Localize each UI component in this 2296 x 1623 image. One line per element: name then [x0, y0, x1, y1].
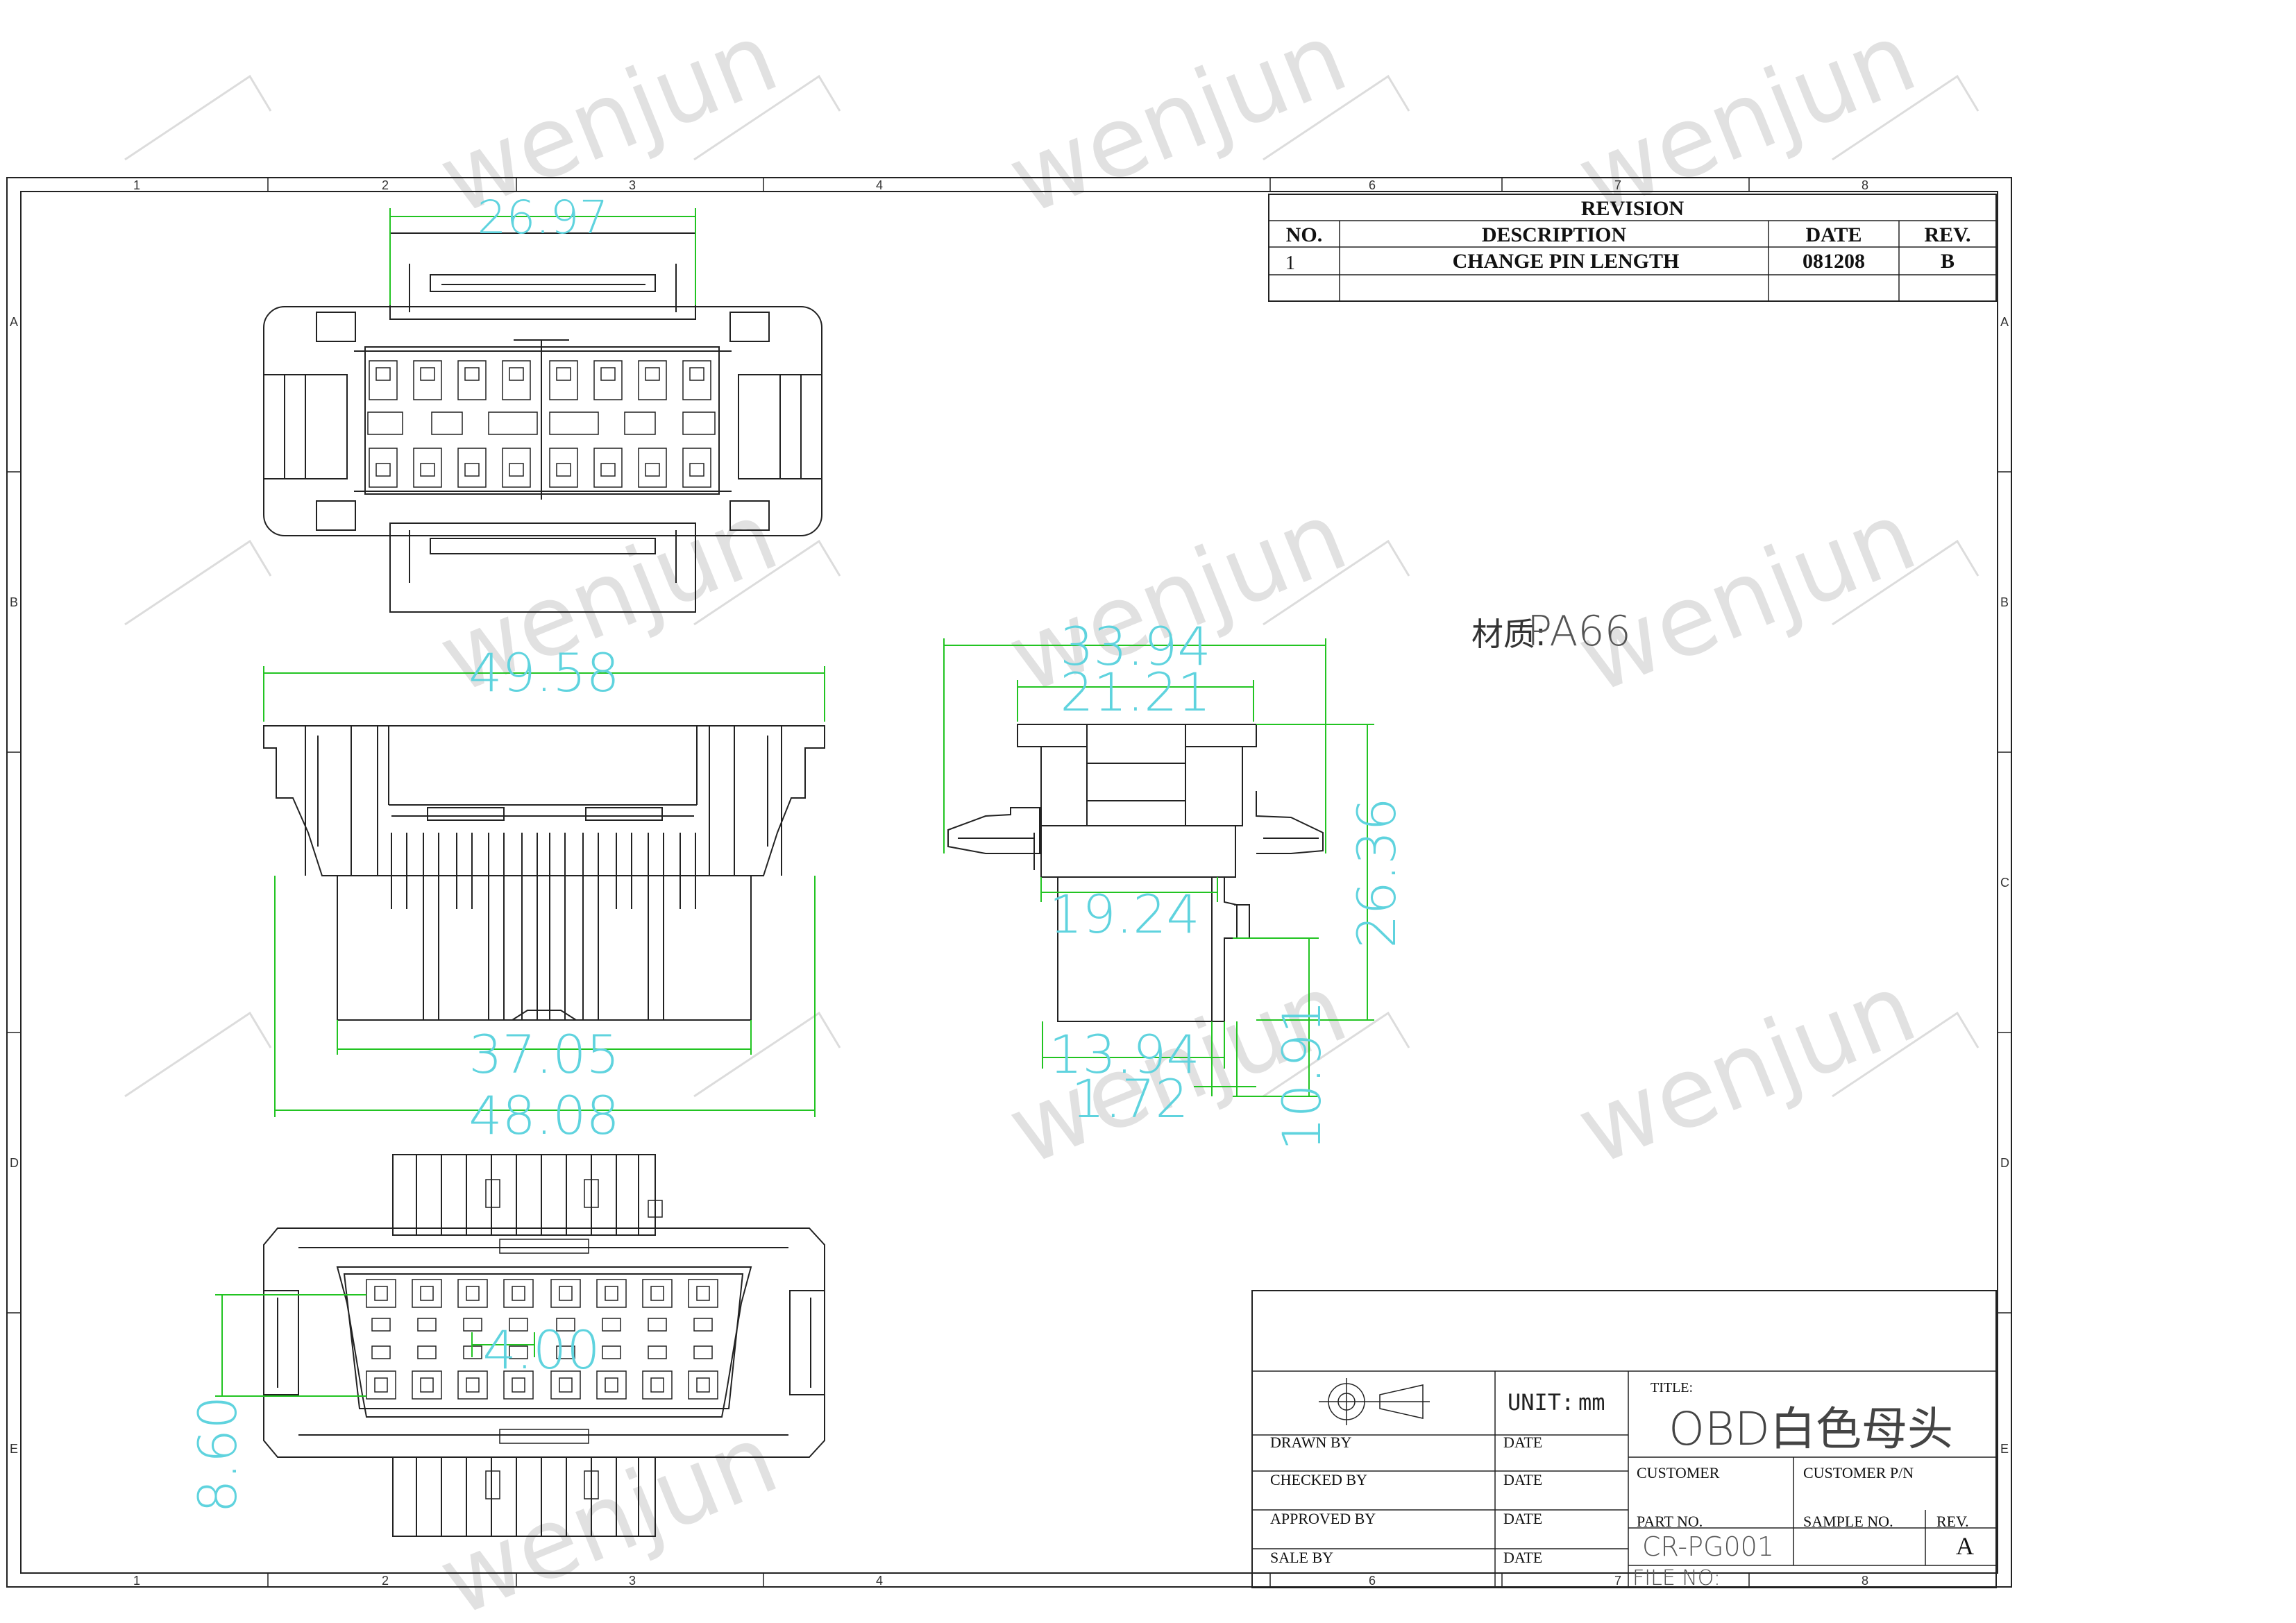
- zone-row-e: E: [10, 1442, 18, 1456]
- drawn-by-label: DRAWN BY: [1270, 1434, 1352, 1451]
- approved-date-label: DATE: [1503, 1510, 1542, 1527]
- revision-header-no: NO.: [1286, 223, 1323, 246]
- sale-by-label: SALE BY: [1270, 1549, 1333, 1566]
- zone-col-1: 1: [133, 178, 140, 192]
- zone-col-8: 8: [1862, 178, 1868, 192]
- dim-side-lower-height: 10.91: [1271, 1000, 1333, 1151]
- unit-value: mm: [1578, 1389, 1605, 1416]
- revision-header-date: DATE: [1805, 223, 1862, 246]
- checked-by-label: CHECKED BY: [1270, 1471, 1367, 1488]
- dim-bottom-pitch: 4.00: [482, 1319, 600, 1381]
- dim-bottom-height: 8.60: [187, 1395, 248, 1513]
- sample-no-label: SAMPLE NO.: [1803, 1513, 1893, 1530]
- front-view: 49.58 37.05 48.08: [263, 642, 825, 1146]
- zone-col-4-bottom: 4: [876, 1574, 883, 1588]
- material-value: PA66: [1527, 607, 1631, 656]
- bottom-view-pin-grid: [366, 1279, 718, 1400]
- zone-col-7: 7: [1614, 178, 1621, 192]
- zone-row-d-right: D: [2000, 1156, 2009, 1170]
- watermark-layer: wenjun wenjun wenjun wenjun wenjun wenju…: [124, 1, 1980, 1623]
- revision-table: REVISION NO. DESCRIPTION DATE REV. 1 CHA…: [1268, 194, 1997, 302]
- dim-side-small: 1.72: [1071, 1068, 1188, 1130]
- watermark-text: wenjun: [1563, 951, 1931, 1188]
- dim-side-lower: 13.94: [1049, 1023, 1200, 1085]
- zone-row-d: D: [10, 1156, 19, 1170]
- customer-pn-label: CUSTOMER P/N: [1803, 1464, 1914, 1481]
- unit-label: UNIT:: [1508, 1389, 1574, 1416]
- revision-header-description: DESCRIPTION: [1482, 223, 1627, 246]
- zone-col-3: 3: [629, 178, 636, 192]
- revision-row-rev: B: [1941, 250, 1955, 273]
- revision-row-description: CHANGE PIN LENGTH: [1453, 250, 1680, 273]
- dim-front-inner: 37.05: [469, 1023, 620, 1085]
- dim-front-base: 48.08: [469, 1085, 620, 1146]
- zone-row-a: A: [10, 315, 18, 329]
- zone-col-1-bottom: 1: [133, 1574, 140, 1588]
- part-no-label: PART NO.: [1637, 1513, 1703, 1530]
- part-no-value: CR-PG001: [1642, 1531, 1774, 1562]
- dim-side-body: 19.24: [1049, 883, 1200, 945]
- zone-row-c-right: C: [2000, 876, 2009, 890]
- zone-row-b-right: B: [2000, 595, 2009, 609]
- revision-title: REVISION: [1581, 197, 1685, 220]
- zone-row-a-right: A: [2000, 315, 2009, 329]
- zone-row-b: B: [10, 595, 18, 609]
- drawn-date-label: DATE: [1503, 1434, 1542, 1451]
- dim-front-overall: 49.58: [469, 642, 620, 704]
- top-view-pin-row-upper: [369, 360, 711, 400]
- revision-header-rev: REV.: [1925, 223, 1971, 246]
- sale-date-label: DATE: [1503, 1549, 1542, 1566]
- dim-side-height: 26.36: [1346, 797, 1408, 949]
- revision-row-no: 1: [1285, 253, 1295, 274]
- projection-symbol-icon: [1319, 1378, 1430, 1425]
- top-view-pin-row-lower: [369, 448, 711, 488]
- material-label: 材质:: [1471, 615, 1546, 653]
- watermark-text: wenjun: [1563, 479, 1931, 716]
- zone-col-3-bottom: 3: [629, 1574, 636, 1588]
- front-view-pin-fingers: [391, 833, 696, 1020]
- zone-col-8-bottom: 8: [1862, 1574, 1868, 1588]
- zone-col-2-bottom: 2: [382, 1574, 389, 1588]
- watermark-text: wenjun: [994, 1, 1362, 237]
- zone-col-4: 4: [876, 178, 883, 192]
- zone-row-e-right: E: [2000, 1442, 2009, 1456]
- file-no-label: FILE NO:: [1632, 1566, 1721, 1590]
- rev-label: REV.: [1936, 1513, 1969, 1530]
- checked-date-label: DATE: [1503, 1471, 1542, 1488]
- side-view: 33.94 21.21 19.24 26.36 13.94 1.72 10.91: [943, 615, 1408, 1151]
- dim-top-width: 26.97: [478, 191, 609, 244]
- approved-by-label: APPROVED BY: [1270, 1510, 1376, 1527]
- zone-col-7-bottom: 7: [1614, 1574, 1621, 1588]
- zone-col-6-bottom: 6: [1369, 1574, 1376, 1588]
- title-block: UNIT: mm DRAWN BY CHECKED BY APPROVED BY…: [1251, 1290, 1997, 1590]
- dim-side-top: 21.21: [1060, 661, 1211, 723]
- revision-row-date: 081208: [1803, 250, 1865, 273]
- rev-value: A: [1956, 1532, 1974, 1560]
- material-note: 材质: PA66: [1471, 607, 1631, 656]
- bottom-view: 4.00 8.60: [187, 1154, 825, 1537]
- zone-col-6: 6: [1369, 178, 1376, 192]
- top-view: 26.97: [263, 191, 822, 613]
- zone-col-2: 2: [382, 178, 389, 192]
- dim-side-overall: 33.94: [1060, 615, 1211, 677]
- customer-label: CUSTOMER: [1637, 1464, 1720, 1481]
- title-label: TITLE:: [1651, 1380, 1693, 1395]
- drawing-border: 1 2 3 4 6 7 8 1 2 3 4 6 7 8 A B D E A B …: [6, 177, 2012, 1588]
- drawing-title: OBD白色母头: [1669, 1402, 1953, 1456]
